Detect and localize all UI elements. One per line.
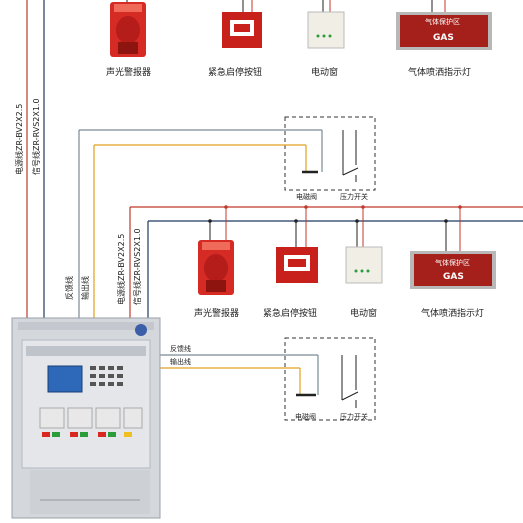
zone2-box (284, 337, 376, 421)
zone2-valve-label: 电磁阀 (295, 413, 316, 421)
top-emergency-button-label: 紧急启停按钮 (208, 68, 263, 78)
top-emergency-button-icon (222, 12, 262, 48)
row2-sign-line1: 气体保护区 (435, 259, 470, 267)
row2-signal-cable-label: 信号线ZR-RVS2X1.0 (133, 228, 142, 305)
row2-alarm-siren-icon (198, 240, 234, 295)
top-sign-line1: 气体保护区 (425, 18, 460, 26)
row2-power-cable-label: 电源线ZR-BV2X2.5 (117, 233, 126, 305)
top-indicator-light-icon (396, 12, 492, 50)
row2-indicator-label: 气体喷洒指示灯 (421, 309, 485, 319)
row2-indicator-light-icon (410, 251, 496, 289)
zone1-box (284, 116, 376, 191)
top-indicator-label: 气体喷洒指示灯 (408, 68, 472, 78)
top-alarm-siren-icon (110, 2, 146, 57)
row2-window-module-icon (345, 246, 383, 284)
row2-emergency-button-label: 紧急启停按钮 (263, 309, 318, 319)
row2-sign-line2: GAS (443, 272, 464, 282)
gas-extinguishing-controller (11, 317, 161, 519)
zone1-valve-label: 电磁阀 (296, 193, 317, 201)
left-power-cable-label: 电源线ZR-BV2X2.5 (15, 103, 24, 175)
top-sign-line2: GAS (433, 33, 454, 43)
controller-output-label: 输出线 (81, 276, 90, 300)
top-window-label: 电动窗 (311, 68, 339, 78)
row2-emergency-button-icon (276, 247, 318, 283)
zone2-output-line-label: 输出线 (170, 358, 191, 366)
row2-window-label: 电动窗 (350, 309, 378, 319)
top-window-module-icon (307, 11, 345, 49)
zone2-switch-label: 压力开关 (340, 413, 368, 421)
zone1-switch-label: 压力开关 (340, 193, 368, 201)
top-alarm-label: 声光警报器 (106, 68, 152, 78)
row2-alarm-label: 声光警报器 (194, 309, 240, 319)
controller-feedback-label: 反馈线 (65, 276, 74, 300)
zone2-feedback-line-label: 反馈线 (170, 345, 191, 353)
left-signal-cable-label: 信号线ZR-RVS2X1.0 (32, 98, 41, 175)
